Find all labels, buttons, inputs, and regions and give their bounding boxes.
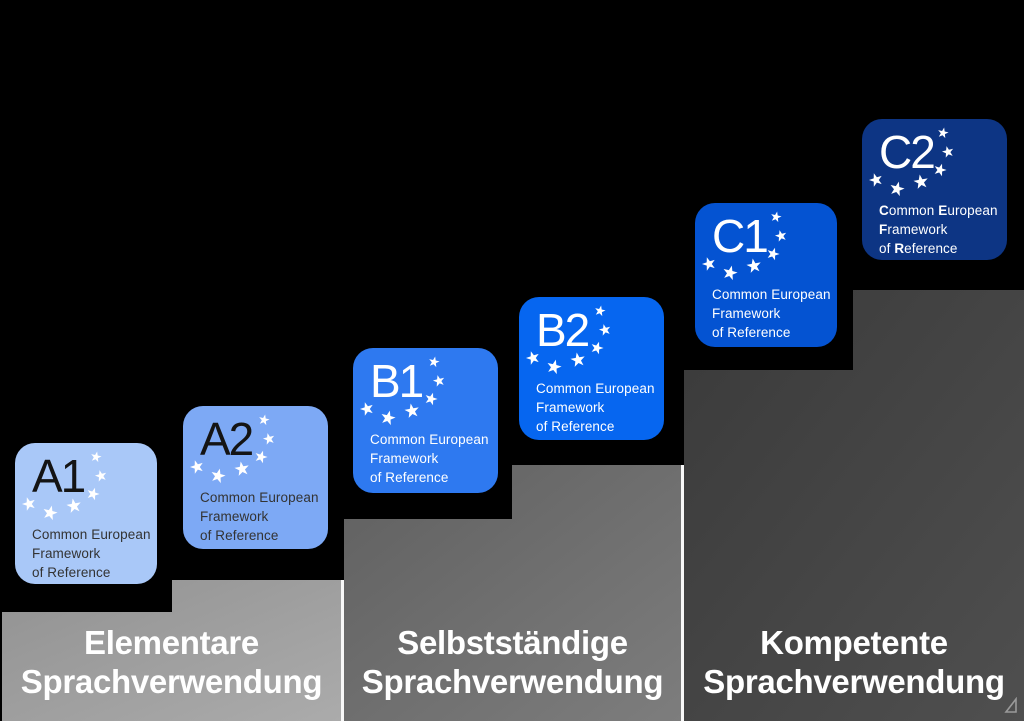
caption-text: ommon [888, 203, 939, 218]
caption-text: of [879, 241, 895, 256]
cefr-card-b2: B2 Common European Framework of Referenc… [519, 297, 664, 440]
corner-arrow-icon [1004, 697, 1017, 713]
eu-star-icon [431, 373, 446, 388]
caption-text: ramework [887, 222, 948, 237]
eu-star-icon [423, 390, 439, 406]
eu-star-icon [89, 450, 103, 463]
caption-initial: E [938, 203, 948, 218]
eu-star-icon [589, 339, 605, 355]
group-label-kompetente: Kompetente Sprachverwendung [684, 623, 1024, 701]
cefr-card-a2: A2 Common European Framework of Referenc… [183, 406, 328, 549]
cefr-card-b1: B1 Common European Framework of Referenc… [353, 348, 498, 493]
caption-text: uropean [947, 203, 998, 218]
eu-star-icon [379, 408, 397, 426]
group-label-elementare: Elementare Sprachverwendung [2, 623, 341, 701]
cefr-caption: Common European Framework of Reference [536, 379, 655, 436]
group-label-line: Elementare [84, 624, 259, 661]
cefr-caption-line: Framework [200, 509, 269, 524]
cefr-caption-line: Framework [712, 306, 781, 321]
eu-star-icon [41, 503, 59, 521]
cefr-caption: Common European Framework of Reference [712, 285, 831, 342]
group-label-line: Sprachverwendung [361, 663, 664, 700]
cefr-caption: Common European Framework of Reference [879, 201, 998, 258]
eu-star-icon [85, 485, 101, 501]
eu-star-icon [261, 431, 276, 446]
cefr-caption-line: of Reference [370, 470, 449, 485]
caption-initial: C [879, 203, 889, 218]
cefr-caption-line: of Reference [879, 239, 998, 258]
level-code: A2 [200, 413, 254, 465]
cefr-caption-line: Common European [879, 201, 998, 220]
cefr-caption-line: Common European [536, 381, 655, 396]
level-code: B2 [536, 304, 590, 356]
level-code: C2 [879, 126, 936, 178]
caption-text: eference [904, 241, 958, 256]
cefr-caption-line: of Reference [200, 528, 279, 543]
cefr-caption-line: Framework [370, 451, 439, 466]
eu-star-icon [932, 161, 948, 177]
eu-star-icon [936, 126, 950, 139]
cefr-card-a1: A1 Common European Framework of Referenc… [15, 443, 157, 584]
group-separator [341, 580, 344, 721]
eu-star-icon [209, 466, 227, 484]
group-separator [681, 465, 684, 721]
level-code: B1 [370, 355, 424, 407]
cefr-card-c1: C1 Common European Framework of Referenc… [695, 203, 837, 347]
cefr-caption: Common European Framework of Reference [200, 488, 319, 545]
cefr-caption-line: of Reference [32, 565, 111, 580]
eu-star-icon [545, 357, 563, 375]
eu-star-icon [253, 448, 269, 464]
cefr-card-c2: C2 Common European Framework of Referenc… [862, 119, 1007, 260]
cefr-caption-line: Common European [32, 527, 151, 542]
level-code: A1 [32, 450, 86, 502]
eu-star-icon [257, 413, 271, 426]
cefr-caption-line: Common European [200, 490, 319, 505]
eu-star-icon [427, 355, 441, 368]
eu-star-icon [940, 144, 955, 159]
group-label-selbststaendige: Selbstständige Sprachverwendung [344, 623, 681, 701]
eu-star-icon [593, 304, 607, 317]
eu-star-icon [769, 210, 783, 223]
eu-star-icon [597, 322, 612, 337]
group-label-line: Sprachverwendung [703, 663, 1005, 700]
cefr-caption-line: Framework [879, 220, 998, 239]
level-code: C1 [712, 210, 769, 262]
cefr-caption-line: Framework [536, 400, 605, 415]
cefr-caption-line: Common European [370, 432, 489, 447]
cefr-caption-line: of Reference [536, 419, 615, 434]
group-label-line: Sprachverwendung [20, 663, 323, 700]
group-label-line: Selbstständige [397, 624, 628, 661]
cefr-caption-line: Framework [32, 546, 101, 561]
cefr-caption-line: of Reference [712, 325, 791, 340]
cefr-caption-line: Common European [712, 287, 831, 302]
eu-star-icon [93, 468, 108, 483]
cefr-caption: Common European Framework of Reference [32, 525, 151, 582]
caption-initial: F [879, 222, 888, 237]
cefr-caption: Common European Framework of Reference [370, 430, 489, 487]
eu-star-icon [888, 179, 906, 197]
group-label-line: Kompetente [760, 624, 948, 661]
eu-star-icon [765, 245, 781, 261]
eu-star-icon [773, 228, 788, 243]
caption-initial: R [894, 241, 905, 256]
eu-star-icon [721, 263, 739, 281]
